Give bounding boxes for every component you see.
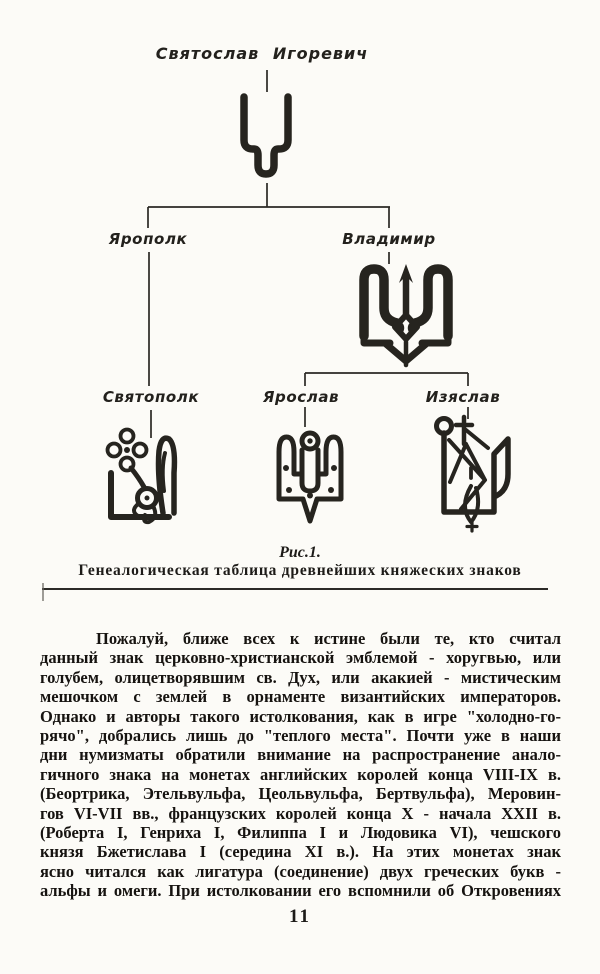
tree-label-svyatopolk: Святополк [102,388,200,406]
tree-label-yaropolk: Ярополк [108,230,188,248]
paragraph-line: Пожалуй, ближе всех к истине были те, кт… [96,629,561,648]
paragraph-line: дни нумизматы обратили внимание на распр… [40,745,561,765]
paragraph-line: князя Бжетислава I (середина XI в.). На … [40,842,561,862]
paragraph-line: (Беортрика, Этельвульфа, Цеольвульфа, Бе… [40,784,561,804]
tree-connectors [147,70,469,438]
divider-left-tick [42,583,44,601]
paragraph-line: гов VI-VII вв., французских королей конц… [40,803,561,823]
page-number: 11 [289,906,311,927]
vladimir-trident-glyph [350,264,462,368]
svyatoslav-bident-glyph [237,90,295,182]
svyatopolk-sign-glyph [101,423,191,531]
paragraph-line: данный знак церковно-христианской эмблем… [40,648,561,668]
izyaslav-sign-glyph [430,414,515,533]
paragraph-line: Однако и авторы такого истолкования, как… [40,706,561,726]
yaroslav-trident-glyph [271,428,349,528]
paragraph-line: мешочком с землей в орнаменте византийск… [40,687,561,707]
paragraph-line: (Роберта I, Генриха I, Филиппа I и Людов… [40,823,561,843]
figure-caption-label: Рис.1. [279,544,321,561]
tree-label-izyaslav: Изяслав [425,388,501,406]
tree-label-yaroslav: Ярослав [262,388,340,406]
section-divider [42,588,548,590]
tree-label-svyatoslav: Святослав Игоревич [155,44,369,63]
paragraph-line: голубем, олицетворявшим св. Дух, или ака… [40,667,561,687]
tree-label-vladimir: Владимир [342,230,436,248]
paragraph-block: Пожалуй, ближе всех к истине были те, кт… [40,629,561,901]
paragraph-line: гичного знака на монетах английских коро… [40,764,561,784]
figure-caption-text: Генеалогическая таблица древнейших княже… [78,562,522,579]
paragraph-line: альфы и омеги. При истолковании его вспо… [40,881,561,901]
paragraph-line: рячо", добрались лишь до "теплого места"… [40,726,561,746]
paragraph-line: ясно читался как лигатура (соединение) д… [40,861,561,881]
